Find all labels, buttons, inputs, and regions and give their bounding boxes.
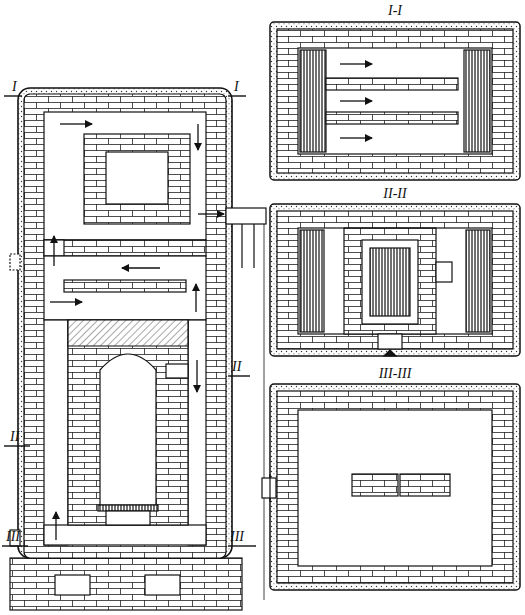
arch-vault bbox=[68, 320, 188, 346]
drawing-stroke bbox=[340, 63, 372, 64]
section-title: II-II bbox=[383, 187, 406, 201]
drawing-stroke bbox=[10, 88, 266, 610]
firebrick bbox=[300, 230, 324, 332]
flue-pipe-lines bbox=[242, 224, 254, 268]
section-line bbox=[228, 375, 250, 376]
section-title: III-III bbox=[379, 367, 412, 381]
section-line bbox=[4, 445, 30, 446]
drawing-stroke bbox=[340, 100, 372, 101]
chamber bbox=[298, 48, 492, 154]
flow-arrows bbox=[50, 124, 224, 540]
section-line bbox=[228, 545, 256, 546]
gas-outlet bbox=[436, 262, 452, 282]
middle-chamber bbox=[44, 256, 206, 320]
chamber bbox=[298, 410, 492, 566]
left-channel bbox=[44, 320, 68, 545]
drawing-stroke bbox=[262, 384, 520, 590]
cleanout-door bbox=[262, 478, 276, 498]
drawing-stroke bbox=[340, 137, 372, 138]
flow-arrow bbox=[122, 267, 160, 268]
grate bbox=[370, 248, 410, 316]
right-channel bbox=[188, 320, 206, 545]
plaster-shell bbox=[18, 88, 232, 558]
firebox bbox=[100, 354, 156, 505]
section-line bbox=[228, 95, 246, 96]
section-line bbox=[4, 95, 22, 96]
slab bbox=[44, 240, 206, 256]
support-block bbox=[352, 474, 398, 496]
top-block-hollow bbox=[106, 152, 168, 204]
brick-wall bbox=[277, 211, 513, 349]
base-opening bbox=[55, 575, 90, 595]
bottom-channel bbox=[44, 525, 206, 545]
flow-arrows bbox=[340, 64, 372, 138]
top-chamber bbox=[44, 112, 206, 240]
plaster-shell bbox=[270, 22, 520, 180]
wall-line bbox=[264, 224, 265, 600]
partition bbox=[64, 280, 186, 292]
flue-pipe bbox=[226, 208, 266, 224]
firebox bbox=[362, 240, 418, 324]
section-mark: III bbox=[230, 530, 244, 544]
drawing-stroke bbox=[270, 204, 520, 356]
brick-wall bbox=[24, 94, 226, 558]
section-mark: II bbox=[232, 360, 241, 374]
firebrick bbox=[300, 50, 326, 152]
grate bbox=[98, 505, 158, 511]
flow-arrow bbox=[55, 512, 56, 540]
top-block bbox=[84, 134, 190, 224]
section-title: I-I bbox=[388, 4, 402, 18]
gas-outlet bbox=[166, 364, 188, 378]
flow-arrow bbox=[196, 360, 197, 392]
firebox-block bbox=[68, 320, 188, 525]
drawing-stroke bbox=[270, 22, 520, 180]
plaster-shell bbox=[270, 384, 520, 590]
firebrick bbox=[464, 50, 490, 152]
base-opening bbox=[145, 575, 180, 595]
flow-arrow bbox=[53, 236, 54, 266]
section-mark: I bbox=[12, 80, 17, 94]
support-block bbox=[400, 474, 450, 496]
flow-arrow bbox=[195, 284, 196, 312]
baffle bbox=[326, 112, 458, 124]
flow-arrow bbox=[197, 124, 198, 150]
door-frame bbox=[269, 474, 270, 502]
plaster-shell bbox=[270, 204, 520, 356]
section-marks bbox=[2, 96, 256, 546]
firebox-block bbox=[344, 228, 436, 334]
door-mark bbox=[384, 350, 396, 356]
firebrick bbox=[466, 230, 490, 332]
section-mark: II bbox=[10, 430, 19, 444]
section-mark: I bbox=[234, 80, 239, 94]
section-mark: III bbox=[6, 530, 20, 544]
flow-arrow bbox=[198, 213, 224, 214]
flow-arrow bbox=[50, 301, 82, 302]
section-line bbox=[2, 545, 28, 546]
fire-door bbox=[378, 334, 402, 349]
flow-arrow bbox=[60, 123, 92, 124]
brick-wall bbox=[277, 29, 513, 173]
baffle bbox=[326, 78, 458, 90]
brick-wall bbox=[277, 391, 513, 583]
cleanout-door bbox=[10, 254, 20, 270]
chamber bbox=[298, 228, 492, 334]
base-foundation bbox=[10, 558, 242, 610]
ash-pit bbox=[106, 511, 150, 525]
